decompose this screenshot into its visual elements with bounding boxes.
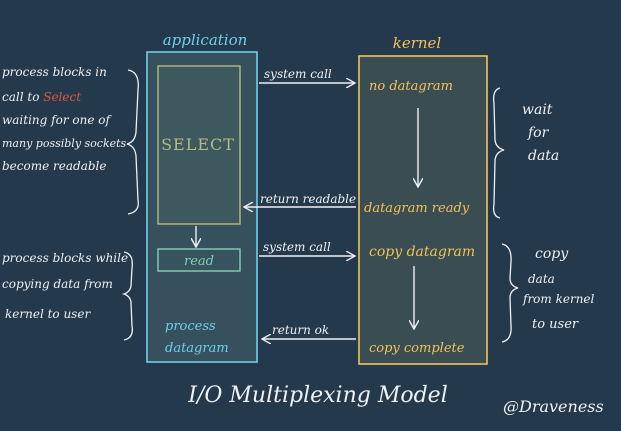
left-note-2-line3: kernel to user (5, 307, 91, 321)
left-note-2-line1: process blocks while (2, 251, 128, 265)
copy-datagram-label: copy datagram (369, 244, 475, 260)
read-box-label: read (184, 254, 214, 269)
diagram-title: I/O Multiplexing Model (187, 383, 447, 408)
kernel-column (358, 55, 488, 365)
right-note-copy-line1: copy (535, 246, 569, 262)
right-note-copy-line3: from kernel (522, 292, 595, 306)
select-highlight: Select (43, 90, 81, 104)
right-note-copy-line2: data (528, 272, 555, 286)
kernel-title: kernel (393, 34, 442, 52)
select-box (157, 65, 241, 225)
datagram-ready-label: datagram ready (364, 201, 470, 216)
right-brace-1 (492, 87, 505, 219)
select-box-label: SELECT (161, 135, 235, 154)
system-call-label-2: system call (263, 240, 331, 254)
system-call-label-1: system call (264, 67, 332, 81)
left-brace-2 (121, 251, 133, 341)
right-note-wait-line3: data (528, 148, 559, 164)
left-note-1-line3: waiting for one of (2, 113, 112, 127)
right-note-copy-line4: to user (532, 317, 579, 332)
left-note-2-line2: copying data from (2, 277, 113, 291)
copy-complete-label: copy complete (369, 341, 465, 356)
author-signature: @Draveness (503, 397, 604, 416)
return-ok-label: return ok (272, 323, 329, 337)
left-note-1-line1: process blocks in (2, 65, 107, 79)
return-readable-label: return readable (260, 192, 356, 206)
read-box (157, 248, 241, 272)
process-datagram-line1: process (165, 319, 216, 334)
left-note-1-line2: call to Select (2, 90, 81, 104)
no-datagram-label: no datagram (369, 79, 453, 94)
left-brace-1 (126, 69, 139, 215)
application-title: application (163, 31, 248, 49)
left-note-1-line4: many possibly sockets (2, 137, 127, 150)
left-note-1-line5: become readable (2, 159, 106, 173)
right-note-wait-line1: wait (522, 102, 553, 118)
right-brace-2 (501, 243, 519, 343)
process-datagram-line2: datagram (165, 341, 229, 356)
right-note-wait-line2: for (527, 125, 550, 141)
